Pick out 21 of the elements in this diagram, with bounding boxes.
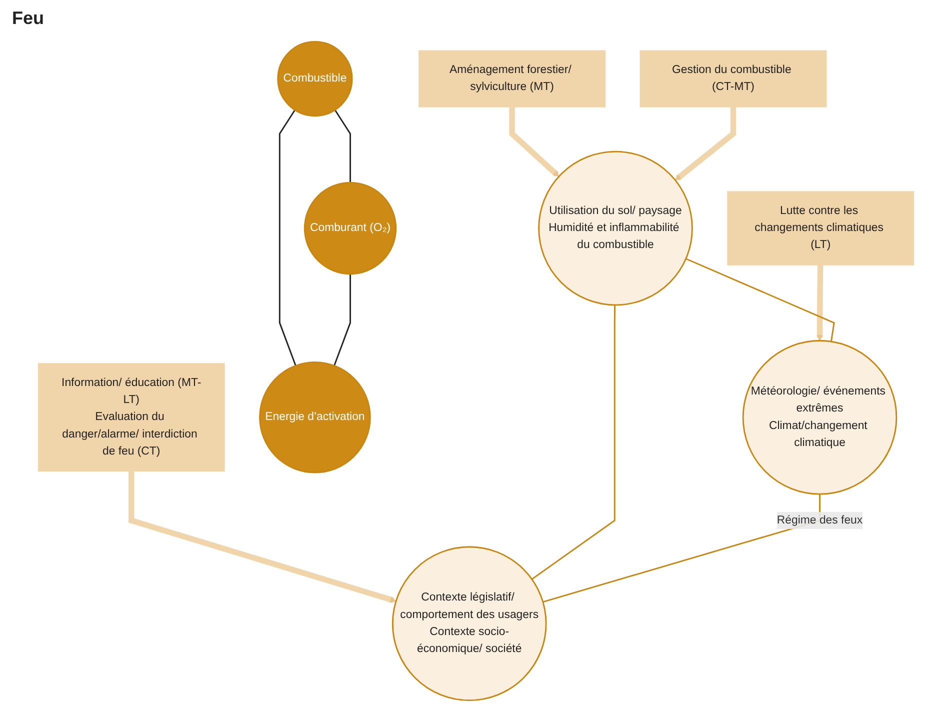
node-circle: Energie d’activation [259, 361, 371, 474]
node-box: Gestion du combustible (CT-MT) [640, 50, 827, 108]
connector [334, 274, 351, 366]
connector [334, 110, 351, 183]
node-box: Aménagement forestier/ sylviculture (MT) [418, 50, 606, 108]
node-circle: Comburant (O₂) [304, 182, 397, 275]
arrow [816, 264, 824, 341]
node-box: Lutte contre les changements climatiques (LT) [727, 191, 914, 266]
node-circle: Contexte législatif/ comportement des usagers Contexte socio-économique/ société [392, 546, 547, 701]
arrow [128, 470, 396, 604]
node-circle: Utilisation du sol/ paysage Humidité et inflammabilité du combustible [538, 150, 693, 306]
connector [531, 304, 616, 580]
edge-label: Régime des feux [776, 514, 863, 526]
arrow [509, 106, 560, 177]
connector [686, 258, 835, 342]
connector [278, 110, 296, 366]
arrow [675, 106, 736, 181]
node-box: Information/ éducation (MT-LT) Evaluation du danger/alarme/ interdiction de feu (CT) [38, 363, 225, 472]
node-circle: Combustible [277, 41, 353, 117]
diagram-label: Feu [12, 8, 44, 29]
node-circle: Météorologie/ événements extrêmes Climat/changement climatique [742, 340, 898, 495]
